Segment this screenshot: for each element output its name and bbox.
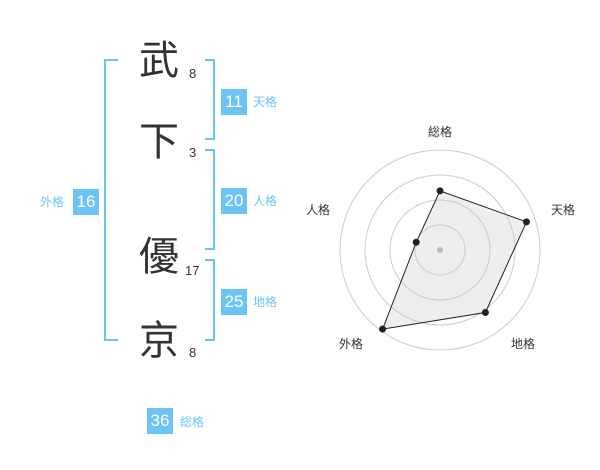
gaikaku-label: 外格	[40, 195, 65, 209]
stroke-count-3: 17	[185, 263, 200, 278]
soukaku-value: 36	[147, 408, 173, 434]
radar-point-1	[436, 187, 444, 195]
name-char-2: 下	[139, 119, 179, 165]
name-char-1: 武	[139, 38, 179, 84]
radar-label-tenkaku: 天格	[551, 203, 576, 217]
tenkaku-value: 11	[221, 89, 247, 115]
chikaku-bracket	[205, 259, 215, 341]
stroke-count-4: 8	[189, 345, 197, 360]
radar-ring	[389, 199, 491, 301]
chikaku-value: 25	[221, 289, 247, 315]
stroke-count-1: 8	[189, 66, 197, 81]
soukaku-label: 総格	[180, 415, 205, 429]
radar-polygon	[381, 190, 528, 330]
gaikaku-bracket	[104, 59, 118, 341]
radar-center	[437, 247, 443, 253]
gaikaku-value: 16	[73, 189, 99, 215]
jinkaku-value: 20	[221, 188, 247, 214]
radar-label-soukaku: 総格	[428, 125, 453, 139]
name-char-3: 優	[139, 234, 179, 280]
radar-label-jinkaku: 人格	[306, 203, 331, 217]
radar-ring	[414, 224, 466, 276]
radar-label-gaikaku: 外格	[339, 337, 364, 351]
jinkaku-bracket	[205, 149, 215, 250]
radar-label-chikaku: 地格	[511, 337, 536, 351]
radar-chart	[339, 149, 541, 351]
jinkaku-label: 人格	[253, 194, 278, 208]
radar-point-3	[481, 309, 489, 317]
radar-ring	[364, 174, 516, 326]
radar-ring	[339, 149, 541, 351]
chikaku-label: 地格	[253, 295, 278, 309]
radar-point-5	[412, 238, 420, 246]
tenkaku-bracket	[205, 59, 215, 140]
stroke-count-2: 3	[189, 145, 197, 160]
tenkaku-label: 天格	[253, 95, 278, 109]
radar-point-4	[379, 325, 387, 333]
name-char-4: 京	[139, 318, 179, 364]
radar-point-2	[522, 218, 530, 226]
